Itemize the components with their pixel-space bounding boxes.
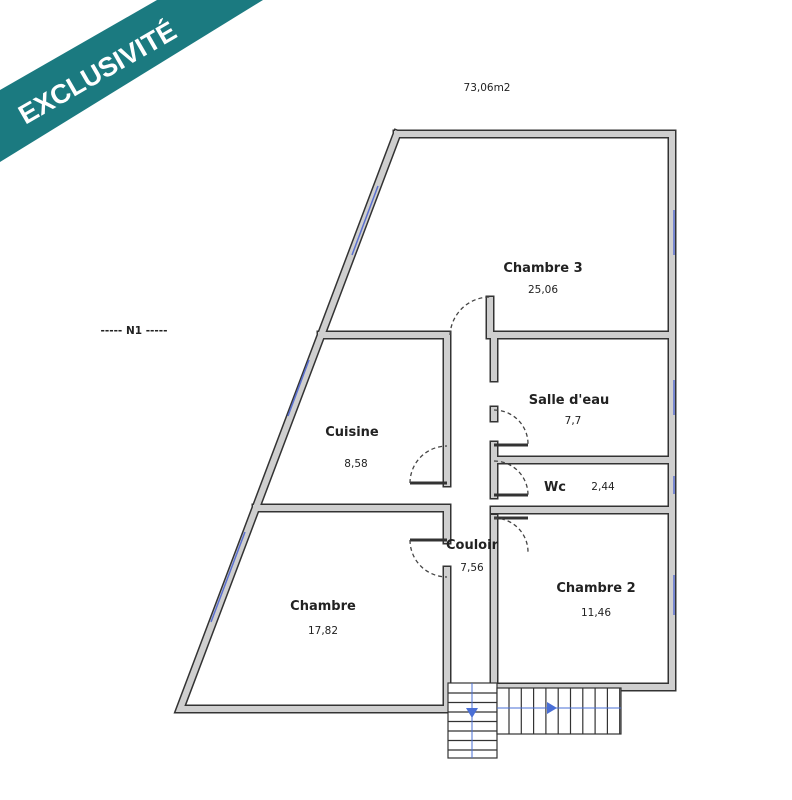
- room-area: 7,56: [460, 562, 484, 574]
- stair-arrow-down-icon: [466, 708, 478, 718]
- room-name: Couloir: [446, 538, 499, 553]
- windows: [210, 185, 675, 623]
- total-area: 73,06m2: [464, 82, 511, 94]
- room-area: 8,58: [344, 458, 367, 470]
- room-name: Chambre 2: [556, 581, 635, 596]
- level-label: ----- N1 -----: [101, 325, 168, 337]
- door-swings: [409, 296, 529, 578]
- room-area: 25,06: [528, 284, 558, 296]
- exclusivite-banner: EXCLUSIVITÉ: [0, 0, 263, 162]
- room-name: Wc: [544, 480, 566, 495]
- stair-flight: [496, 687, 622, 735]
- room-name: Salle d'eau: [529, 393, 610, 408]
- room-area: 7,7: [565, 415, 582, 427]
- room-area: 11,46: [581, 607, 611, 619]
- walls: [173, 128, 677, 714]
- stair-arrow-right-icon: [547, 702, 557, 714]
- staircase: [447, 682, 622, 759]
- room-name: Cuisine: [325, 425, 379, 440]
- room-area: 2,44: [591, 481, 615, 493]
- room-area: 17,82: [308, 625, 338, 637]
- room-name: Chambre: [290, 599, 356, 614]
- room-name: Chambre 3: [503, 261, 582, 276]
